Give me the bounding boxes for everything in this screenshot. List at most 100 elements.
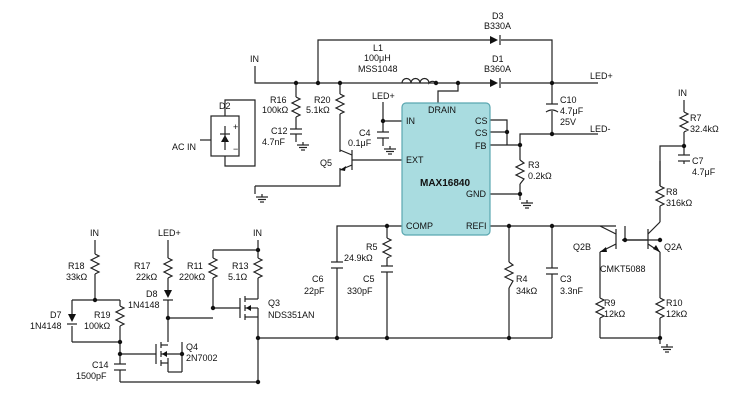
c6-value: 22pF — [304, 286, 325, 296]
r8-value: 316kΩ — [666, 198, 693, 208]
r10-value: 12kΩ — [666, 309, 688, 319]
r19-ref: R19 — [94, 310, 111, 320]
net-labels: IN LED+ LED+ LED- IN AC IN IN LED+ IN — [90, 54, 687, 238]
r17-value: 22kΩ — [136, 272, 158, 282]
c10-rating: 25V — [560, 117, 576, 127]
net-in-q3: IN — [253, 228, 262, 238]
net-led-plus-out: LED+ — [590, 71, 613, 81]
resistor-r9: R9 12kΩ — [594, 297, 626, 319]
ic-pin-drain: DRAIN — [428, 105, 456, 115]
ic-pin-in: IN — [406, 116, 415, 126]
junction-dots — [92, 80, 687, 385]
transistor-q2: Q2B Q2A CMKT5088 — [573, 221, 682, 274]
ic-pin-cs2: CS — [475, 128, 488, 138]
c12-value: 4.7nF — [262, 137, 286, 147]
r4-ref: R4 — [516, 274, 528, 284]
c7-value: 4.7μF — [692, 167, 716, 177]
c5-value: 330pF — [347, 286, 373, 296]
c5-ref: C5 — [363, 274, 375, 284]
d3-ref: D3 — [492, 11, 504, 21]
r20-ref: R20 — [314, 95, 331, 105]
resistor-r17: R17 22kΩ — [134, 257, 174, 282]
d7-ref: D7 — [50, 310, 62, 320]
ic-body — [401, 102, 491, 236]
r9-value: 12kΩ — [604, 309, 626, 319]
r13-ref: R13 — [232, 261, 249, 271]
r3-ref: R3 — [528, 160, 540, 170]
q2a-ref: Q2A — [664, 242, 682, 252]
resistor-r16: R16 100kΩ — [262, 95, 302, 118]
resistor-r19: R19 100kΩ — [84, 305, 126, 331]
d1-ref: D1 — [492, 54, 504, 64]
capacitor-c12: C12 4.7nF — [262, 126, 302, 147]
mosfet-q4: Q4 2N7002 — [155, 342, 218, 366]
transistor-q5: Q5 — [320, 149, 353, 171]
ic-pin-ext: EXT — [406, 155, 424, 165]
q5-ref: Q5 — [320, 158, 332, 168]
capacitor-c4: C4 0.1μF — [348, 128, 389, 148]
mosfet-q3: Q3 NDS351AN — [239, 292, 315, 322]
c3-ref: C3 — [560, 274, 572, 284]
l1-ref: L1 — [373, 43, 383, 53]
wires — [71, 39, 685, 383]
diode-d3: D3 B330A — [484, 11, 511, 45]
svg-text:+: + — [233, 122, 238, 132]
q2b-ref: Q2B — [573, 242, 591, 252]
r5-value: 24.9kΩ — [344, 253, 373, 263]
r19-value: 100kΩ — [84, 321, 111, 331]
c14-value: 1500pF — [76, 371, 107, 381]
r17-ref: R17 — [134, 261, 151, 271]
c7-ref: C7 — [692, 156, 704, 166]
r18-ref: R18 — [68, 261, 85, 271]
resistor-r4: R4 34kΩ — [503, 261, 538, 296]
resistor-r18: R18 33kΩ — [66, 253, 101, 282]
ic-pin-fb: FB — [475, 141, 487, 151]
r9-ref: R9 — [604, 298, 616, 308]
q3-ref: Q3 — [268, 298, 280, 308]
c10-ref: C10 — [560, 95, 577, 105]
d3-value: B330A — [484, 21, 511, 31]
d1-value: B360A — [484, 64, 511, 74]
capacitor-c6: C6 22pF — [304, 261, 343, 296]
l1-part: MSS1048 — [358, 64, 398, 74]
net-in-left: IN — [90, 228, 99, 238]
max16840-ic: IN DRAIN CS CS FB EXT MAX16840 GND COMP … — [401, 102, 491, 236]
bridge-rectifier-d2: + − D2 — [210, 101, 240, 157]
net-in-right: IN — [678, 88, 687, 98]
ic-pin-refi: REFI — [466, 221, 487, 231]
ic-pin-gnd: GND — [466, 189, 487, 199]
d2-ref: D2 — [219, 101, 231, 111]
r5-ref: R5 — [366, 242, 378, 252]
diode-d1: D1 B360A — [484, 54, 511, 88]
c4-ref: C4 — [359, 128, 371, 138]
resistor-r3: R3 0.2kΩ — [514, 159, 552, 185]
resistor-r5: R5 24.9kΩ — [344, 237, 393, 263]
capacitor-c5: C5 330pF — [347, 265, 393, 296]
r4-value: 34kΩ — [516, 286, 538, 296]
c14-ref: C14 — [92, 360, 109, 370]
c12-ref: C12 — [271, 126, 288, 136]
svg-text:−: − — [233, 144, 238, 154]
q2-part: CMKT5088 — [600, 264, 646, 274]
resistor-r20: R20 5.1kΩ — [306, 93, 346, 115]
c3-value: 3.3nF — [560, 286, 584, 296]
resistor-r10: R10 12kΩ — [654, 297, 688, 319]
r16-ref: R16 — [270, 95, 287, 105]
capacitor-c14: C14 1500pF — [76, 360, 126, 381]
d7-value: 1N4148 — [30, 321, 62, 331]
net-led-minus-out: LED- — [590, 124, 611, 134]
net-led-plus-c4: LED+ — [372, 91, 395, 101]
diode-d7: D7 1N4148 — [30, 310, 77, 331]
net-ac-in: AC IN — [172, 142, 196, 152]
r7-ref: R7 — [690, 113, 702, 123]
resistor-r7: R7 32.4kΩ — [678, 111, 719, 134]
q4-ref: Q4 — [186, 342, 198, 352]
resistor-r13: R13 5.1Ω — [228, 257, 264, 282]
r13-value: 5.1Ω — [228, 272, 248, 282]
r3-value: 0.2kΩ — [528, 171, 552, 181]
capacitor-c7: C7 4.7μF — [678, 154, 716, 177]
r18-value: 33kΩ — [66, 272, 88, 282]
r10-ref: R10 — [666, 298, 683, 308]
resistor-r8: R8 316kΩ — [654, 185, 693, 208]
